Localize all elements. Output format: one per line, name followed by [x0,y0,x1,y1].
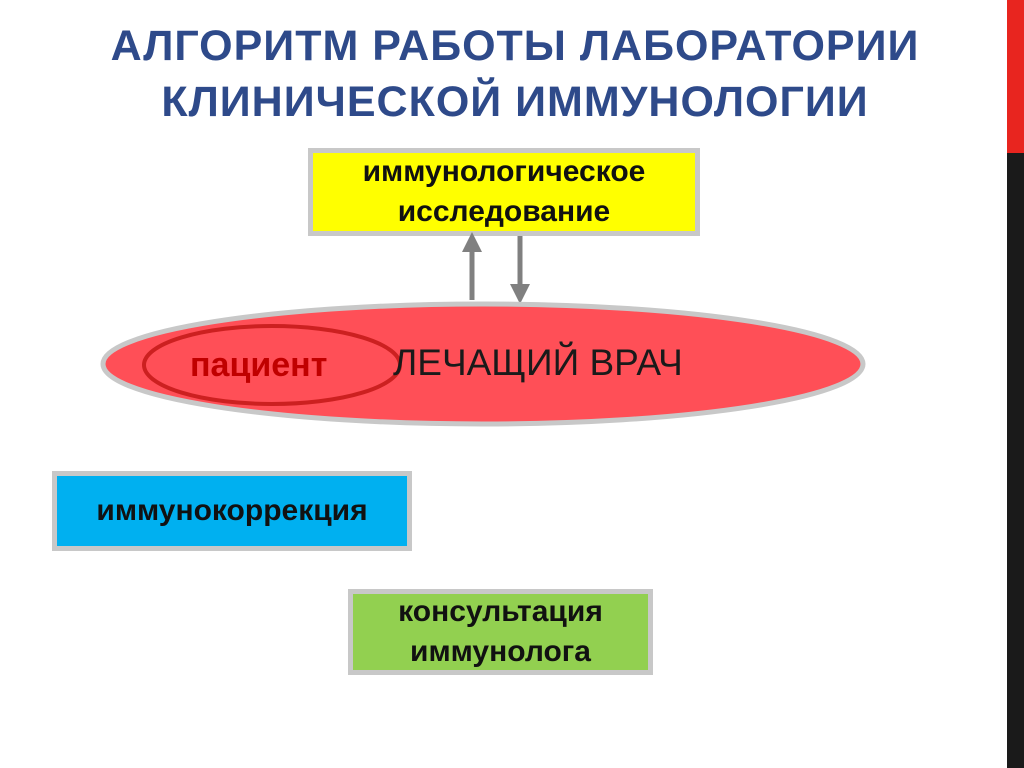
slide-title: АЛГОРИТМ РАБОТЫ ЛАБОРАТОРИИ КЛИНИЧЕСКОЙ … [40,18,990,130]
immunological-research-box: иммунологическое исследование [308,148,700,236]
patient-label: пациент [190,346,328,384]
doctor-label: ЛЕЧАЩИЙ ВРАЧ [393,342,683,383]
accent-bar-bottom [1007,153,1024,768]
research-line-1: иммунологическое [362,155,646,188]
research-line-2: исследование [397,195,611,228]
accent-bar-top [1007,0,1024,153]
title-line-2: КЛИНИЧЕСКОЙ ИММУНОЛОГИИ [161,78,869,126]
consultation-line-1: консультация [398,595,603,628]
immunocorrection-box: иммунокоррекция [52,471,412,551]
correction-label: иммунокоррекция [96,494,368,527]
title-line-1: АЛГОРИТМ РАБОТЫ ЛАБОРАТОРИИ [110,22,920,70]
consultation-line-2: иммунолога [410,635,591,668]
immunologist-consultation-box: консультация иммунолога [348,589,653,675]
